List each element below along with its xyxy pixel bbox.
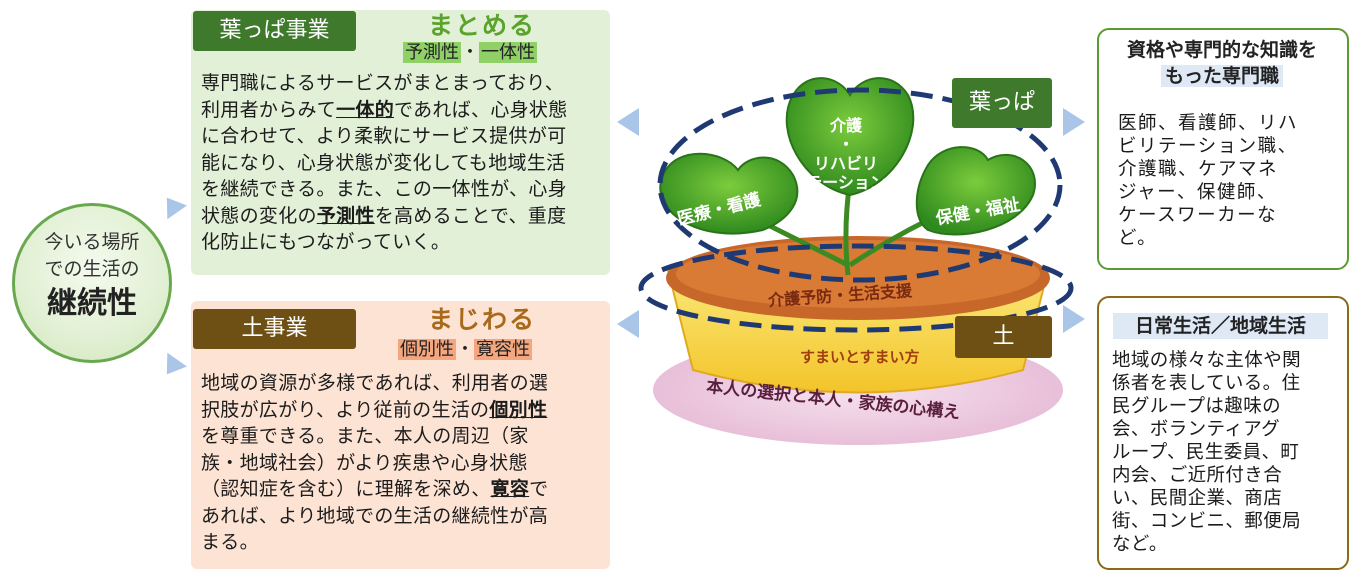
soil-body: 地域の資源が多様であれば、利用者の選 択肢が広がり、より従前の生活の個別性 を尊… — [201, 370, 606, 556]
leaf-line: 状態の変化の予測性を高めることで、重度 — [201, 204, 567, 227]
soil-heading: まじわる — [428, 305, 537, 334]
arrow-down-icon — [157, 352, 187, 382]
soil-subheading-b: 寛容性 — [474, 339, 532, 360]
pot-label: すまいとすまい方 — [800, 348, 920, 366]
circle-line-3: 継続性 — [47, 286, 137, 321]
soil-subheading-sep: ・ — [456, 339, 474, 360]
plant-pot-illustration — [638, 77, 1074, 445]
soil-subheading-a: 個別性 — [398, 339, 456, 360]
arrow-left-icon — [617, 108, 639, 136]
leaf-subheading-b: 一体性 — [479, 42, 537, 63]
soil-line: 択肢が広がり、より従前の生活の個別性 — [201, 398, 548, 421]
daily-life-title: 日常生活／地域生活 — [1113, 313, 1328, 339]
soil-subheading: 個別性・寛容性 — [398, 338, 532, 362]
arrow-right-icon — [1063, 108, 1085, 136]
leaf-right-shape — [915, 146, 1036, 236]
leaf-subheading: 予測性・一体性 — [403, 41, 537, 65]
soil-badge: 土 — [955, 316, 1052, 358]
professionals-title: 資格や専門的な知識を もった専門職 — [1126, 39, 1317, 87]
soil-line: 地域の資源が多様であれば、利用者の選 — [201, 372, 549, 394]
daily-life-box — [1097, 296, 1349, 570]
leaf-badge: 葉っぱ — [952, 78, 1052, 128]
arrow-left-icon — [617, 310, 639, 338]
professionals-title-2: もった専門職 — [1160, 65, 1283, 87]
leaf-center-shape — [785, 77, 915, 197]
leaf-subheading-a: 予測性 — [403, 42, 461, 63]
leaf-business-tag: 葉っぱ事業 — [193, 11, 356, 51]
leaf-line: 化防止にもつながっていく。 — [201, 231, 451, 253]
continuity-circle: 今いる場所 での生活の 継続性 — [12, 203, 172, 363]
leaf-heading: まとめる — [428, 11, 537, 40]
soil-line: まる。 — [201, 531, 259, 553]
soil-line: あれば、より地域での生活の継続性が高 — [201, 504, 549, 527]
leaf-line: 利用者からみて一体的であれば、心身状態 — [201, 98, 568, 121]
soil-line: 族・地域社会）がより疾患や心身状態 — [201, 451, 528, 474]
leaf-business-panel — [191, 10, 610, 275]
circle-line-1: 今いる場所 — [44, 231, 140, 253]
leaf-subheading-sep: ・ — [461, 42, 479, 63]
soil-line: を尊重できる。また、本人の周辺（家 — [201, 425, 529, 447]
leaf-dashed-outline — [657, 87, 1063, 283]
circle-line-2: での生活の — [44, 258, 140, 280]
soil-dashed-outline — [638, 243, 1074, 333]
leaf-line: 専門職によるサービスがまとまっており、 — [201, 72, 565, 94]
arrow-right-icon — [1063, 305, 1085, 333]
soil-business-tag: 土事業 — [193, 309, 356, 349]
leaf-center-label: 介護 ・ リハビリ テーション — [806, 116, 886, 192]
leaf-line: 能になり、心身状態が変化しても地域生活 — [201, 151, 566, 174]
leaf-line: に合わせて、より柔軟にサービス提供が可 — [201, 125, 567, 147]
arrow-up-icon — [157, 190, 187, 220]
leaf-left-shape — [659, 152, 799, 235]
leaf-body: 専門職によるサービスがまとまっており、 利用者からみて一体的であれば、心身状態 … — [201, 70, 606, 256]
daily-life-body: 地域の様々な主体や関 係者を表している。住 民グループは趣味の 会、ボランティア… — [1112, 350, 1302, 555]
professionals-body: 医師、看護師、リハ ビリテーション職、 介護職、ケアマネ ジャー、保健師、 ケー… — [1118, 113, 1299, 249]
leaf-line: を継続できる。また、この一体性が、心身 — [201, 178, 567, 200]
soil-line: （認知症を含む）に理解を深め、寛容で — [201, 478, 549, 500]
